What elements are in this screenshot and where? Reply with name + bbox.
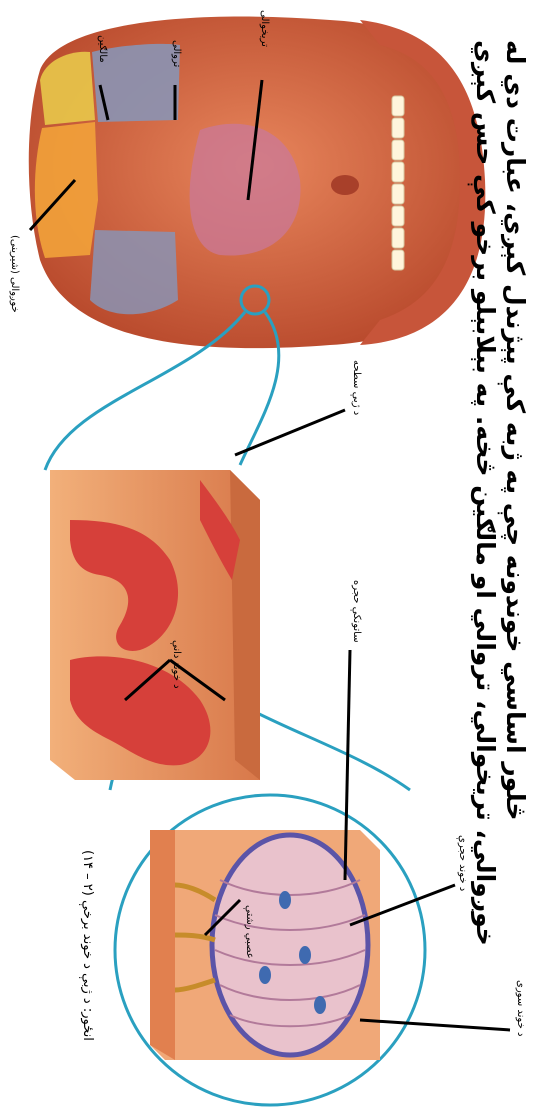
label-taste-pore: د خوند سوری [515,980,526,1036]
heading-line-2: خوږوالي، تریخوالي، تروالي او مالګين څخه.… [471,40,500,946]
papilla-block [50,470,260,780]
label-bitter: تریخوالی [259,10,270,47]
tongue-drawing [29,17,486,349]
label-papilla-surface: د ژبې سطحه [351,360,362,415]
label-sour: تروالی [171,40,182,67]
label-salty: مالګین [97,35,108,63]
label-taste-cell: د خوند حجرې [457,835,468,891]
label-taste-bud-location: د خوند دانې [171,640,182,689]
label-nerve-fiber: عصبي رشتې [244,905,255,959]
heading-line-1: څلور اساسي خوندونه چې په ژبه کې پېژندل ک… [501,40,530,821]
figure-caption: (۱۴ – ۲) انځور: د ژبې د خوند برخې [80,850,95,1041]
label-sweet: خوږوالی (شیرینی) [9,235,20,313]
label-supporting-cell: ساتونکې حجره [351,580,362,643]
